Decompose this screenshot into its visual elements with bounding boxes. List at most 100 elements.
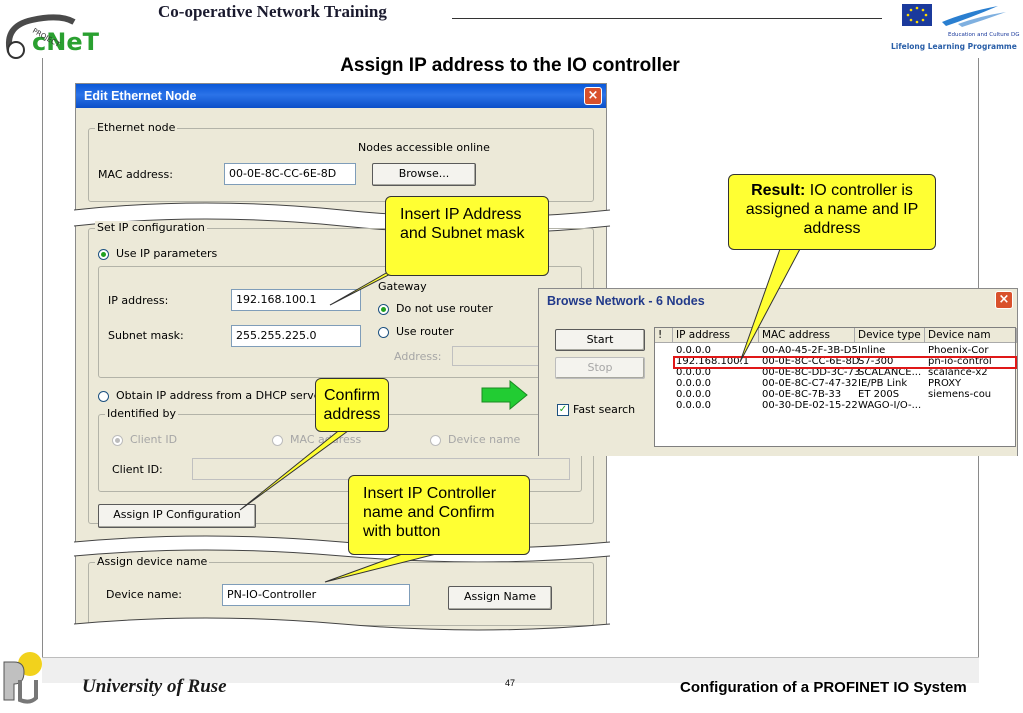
mac-address-label: MAC address: bbox=[98, 168, 173, 181]
subnet-mask-label: Subnet mask: bbox=[108, 329, 184, 342]
table-cell-mac: 00-30-DE-02-15-22 bbox=[762, 400, 858, 411]
slide-frame-bottom bbox=[42, 657, 979, 683]
table-header: ! IP address MAC address Device type Dev… bbox=[655, 328, 1017, 343]
table-cell-ip: 0.0.0.0 bbox=[676, 400, 711, 411]
table-cell-ip: 0.0.0.0 bbox=[676, 345, 711, 356]
assign-ip-configuration-button[interactable]: Assign IP Configuration bbox=[98, 504, 256, 528]
slide-frame-left bbox=[42, 58, 43, 658]
column-header[interactable]: ! bbox=[655, 328, 673, 343]
dhcp-radio[interactable] bbox=[98, 391, 109, 402]
device-name-label: Device name: bbox=[106, 588, 183, 601]
fast-search-label: Fast search bbox=[573, 403, 636, 416]
logo-word: cNeT bbox=[32, 28, 100, 56]
header-title: Co-operative Network Training bbox=[158, 2, 387, 21]
table-cell-mac: 00-A0-45-2F-3B-D5 bbox=[762, 345, 858, 356]
table-cell-mac: 00-0E-8C-DD-3C-73 bbox=[762, 367, 861, 378]
callout-result: Result: IO controller is assigned a name… bbox=[728, 174, 936, 250]
page-number: 47 bbox=[505, 678, 516, 688]
cut-wave-bottom bbox=[73, 617, 611, 636]
browse-dialog-title: Browse Network - 6 Nodes bbox=[539, 289, 1017, 313]
group-label: Identified by bbox=[105, 407, 179, 420]
table-cell-mac: 00-0E-8C-CC-6E-8D bbox=[762, 356, 860, 367]
footer-subtitle: Configuration of a PROFINET IO System bbox=[680, 679, 967, 696]
no-router-radio[interactable] bbox=[378, 304, 389, 315]
table-cell-name: scalance-x2 bbox=[928, 367, 988, 378]
table-cell-mac: 00-0E-8C-C7-47-32 bbox=[762, 378, 858, 389]
start-button[interactable]: Start bbox=[555, 329, 645, 351]
table-cell-type: WAGO-I/O-... bbox=[858, 400, 922, 411]
university-name: University of Ruse bbox=[82, 676, 227, 697]
column-header[interactable]: MAC address bbox=[759, 328, 855, 343]
assign-name-button[interactable]: Assign Name bbox=[448, 586, 552, 610]
stop-button[interactable]: Stop bbox=[555, 357, 645, 379]
use-router-radio[interactable] bbox=[378, 327, 389, 338]
mac-address-radio-label: MAC address bbox=[290, 433, 362, 446]
device-name-radio[interactable] bbox=[430, 435, 441, 446]
browse-network-dialog: Browse Network - 6 Nodes × Start Stop ✓ … bbox=[538, 288, 1018, 456]
table-cell-type: IE/PB Link bbox=[858, 378, 908, 389]
column-header[interactable]: Device type bbox=[855, 328, 925, 343]
ip-address-label: IP address: bbox=[108, 294, 169, 307]
client-id-radio-label: Client ID bbox=[130, 433, 178, 446]
slide-title: Assign IP address to the IO controller bbox=[340, 55, 680, 76]
nodes-online-label: Nodes accessible online bbox=[358, 141, 490, 154]
column-header[interactable]: IP address bbox=[673, 328, 759, 343]
result-bold: Result: bbox=[751, 182, 806, 199]
mac-address-field[interactable]: 00-0E-8C-CC-6E-8D bbox=[224, 163, 356, 185]
mac-address-radio[interactable] bbox=[272, 435, 283, 446]
table-cell-type: ET 200S bbox=[858, 389, 900, 400]
table-cell-ip: 0.0.0.0 bbox=[676, 389, 711, 400]
table-cell-type: S7-300 bbox=[858, 356, 894, 367]
use-ip-parameters-label: Use IP parameters bbox=[116, 247, 218, 260]
close-icon[interactable]: × bbox=[995, 291, 1013, 309]
callout-confirm-address: Confirm address bbox=[315, 378, 389, 432]
table-cell-type: Inline bbox=[858, 345, 886, 356]
group-label: Set IP configuration bbox=[95, 221, 207, 234]
subnet-mask-field[interactable]: 255.255.225.0 bbox=[231, 325, 361, 347]
use-router-label: Use router bbox=[396, 325, 454, 338]
table-cell-name: siemens-cou bbox=[928, 389, 992, 400]
nodes-table: ! IP address MAC address Device type Dev… bbox=[654, 327, 1017, 447]
llp-caption: Lifelong Learning Programme bbox=[891, 42, 1017, 51]
assign-device-name-group: Assign device name bbox=[88, 555, 594, 626]
green-arrow-icon bbox=[481, 379, 528, 411]
group-label: Ethernet node bbox=[95, 121, 178, 134]
device-name-field[interactable]: PN-IO-Controller bbox=[222, 584, 410, 606]
table-cell-ip: 0.0.0.0 bbox=[676, 378, 711, 389]
browse-button[interactable]: Browse... bbox=[372, 163, 476, 186]
ip-address-field[interactable]: 192.168.100.1 bbox=[231, 289, 361, 311]
table-cell-type: SCALANCE... bbox=[858, 367, 922, 378]
no-router-label: Do not use router bbox=[396, 302, 493, 315]
header-rule bbox=[452, 18, 882, 19]
client-id-radio[interactable] bbox=[112, 435, 123, 446]
dialog-title: Edit Ethernet Node bbox=[76, 84, 606, 108]
group-label: Assign device name bbox=[95, 555, 210, 568]
ethernet-node-group: Ethernet node bbox=[88, 121, 594, 202]
table-cell-name: PROXY bbox=[928, 378, 962, 389]
device-name-radio-label: Device name bbox=[448, 433, 521, 446]
university-logo bbox=[0, 650, 50, 708]
eu-caption: Education and Culture DG bbox=[948, 32, 1020, 38]
router-address-label: Address: bbox=[394, 350, 442, 363]
cnet-logo: cNeT PROJECT bbox=[2, 6, 162, 66]
highlighted-row-outline bbox=[673, 356, 1017, 369]
client-id-label: Client ID: bbox=[112, 463, 163, 476]
use-ip-parameters-radio[interactable] bbox=[98, 249, 109, 260]
close-icon[interactable]: × bbox=[584, 87, 602, 105]
table-row[interactable]: 0.0.0.0 00-0E-8C-7B-33 ET 200S siemens-cou bbox=[655, 389, 1015, 400]
callout-insert-name: Insert IP Controller name and Confirm wi… bbox=[348, 475, 530, 555]
eu-llp-logos: Education and Culture DG Lifelong Learni… bbox=[888, 2, 1023, 54]
table-cell-mac: 00-0E-8C-7B-33 bbox=[762, 389, 842, 400]
table-cell-name: Phoenix-Cor bbox=[928, 345, 989, 356]
result-text: IO controller is assigned a name and IP … bbox=[745, 182, 919, 238]
fast-search-checkbox[interactable]: ✓ bbox=[557, 404, 569, 416]
callout-insert-ip: Insert IP Address and Subnet mask bbox=[385, 196, 549, 276]
table-cell-ip: 0.0.0.0 bbox=[676, 367, 711, 378]
column-header[interactable]: Device nam bbox=[925, 328, 1017, 343]
